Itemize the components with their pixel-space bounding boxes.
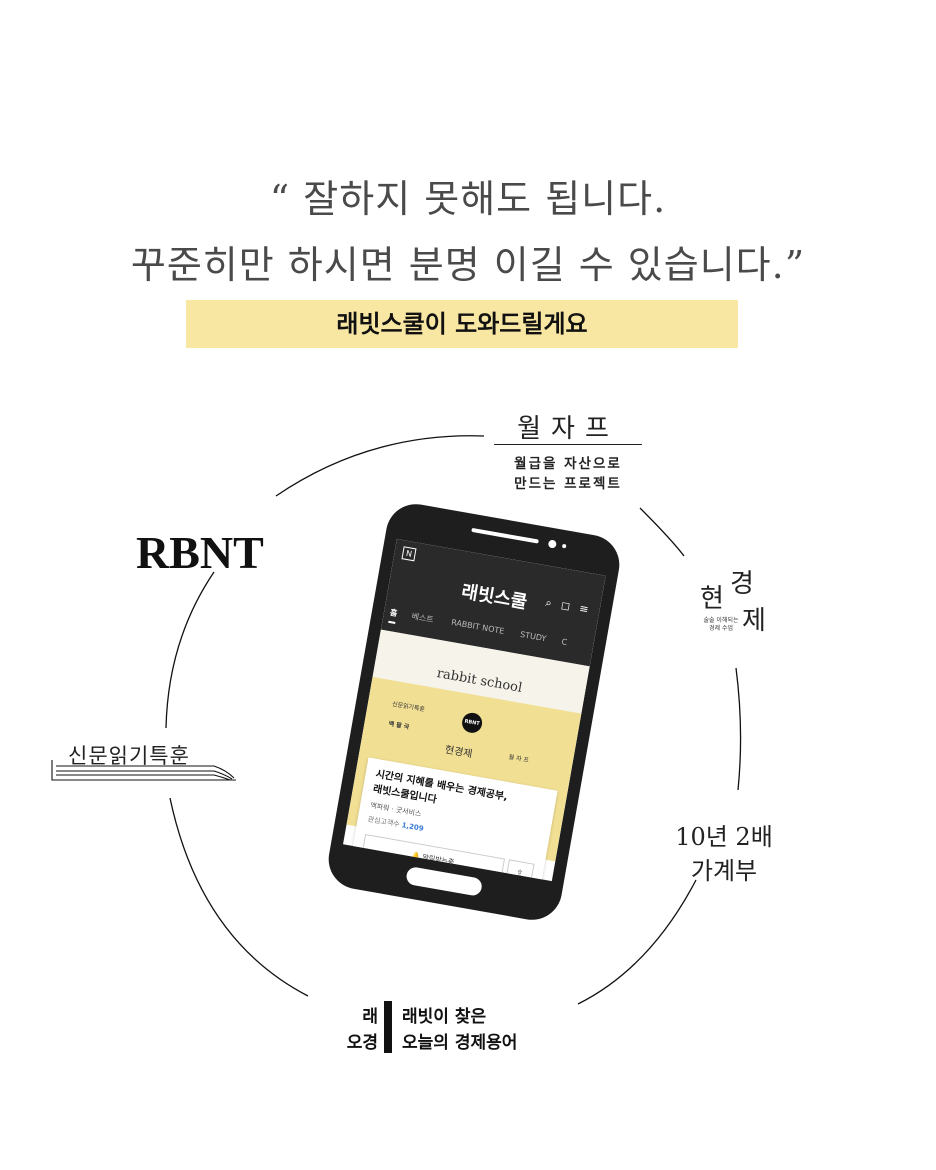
book-icon: [51, 760, 236, 781]
tab-more[interactable]: C: [560, 637, 568, 648]
card-count-value: 1,209: [400, 821, 425, 833]
tab-best[interactable]: 베스트: [410, 611, 435, 625]
hyeongyeong-char-2: 경: [730, 569, 754, 599]
rbnt-logo: RBNT: [136, 527, 264, 578]
tab-rabbit-note[interactable]: RABBIT NOTE: [450, 617, 505, 636]
ring-arc-top-right: [639, 507, 685, 557]
wolja-subtitle-line-2: 만드는 프로젝트: [514, 476, 622, 492]
hyeongyeong-char-3: 제: [742, 606, 766, 636]
raeo-left-line-1: 래: [362, 1007, 378, 1027]
wolja-subtitle: 월급을 자산으로 만드는 프로젝트: [494, 454, 642, 494]
raeo-divider-bar: [384, 1001, 392, 1053]
wolja-divider: [494, 444, 642, 445]
ring-arc-right: [735, 667, 742, 791]
sinmun-title: 신문읽기특훈: [68, 744, 190, 768]
naver-logo-icon[interactable]: N: [401, 546, 417, 562]
wolja-subtitle-line-1: 월급을 자산으로: [514, 456, 622, 472]
ring-arc-left: [165, 571, 215, 729]
hyeongyeong-char-1: 현: [700, 584, 724, 614]
raeo-left-line-2: 오경: [346, 1033, 378, 1053]
raeo-right-line-1: 래빗이 찾은: [402, 1007, 487, 1027]
headline-line-2: 꾸준히만 하시면 분명 이길 수 있습니다.”: [130, 243, 806, 287]
gagyebu-line-2: 가계부: [690, 857, 758, 885]
wolja-title: 월자프: [517, 414, 619, 444]
hyeongyeong-subtitle-line-1: 술술 이해되는: [703, 617, 739, 624]
tab-study[interactable]: STUDY: [519, 629, 548, 644]
ring-arc-top: [275, 435, 485, 497]
highlight-banner: 래빗스쿨이 도와드릴게요: [186, 300, 738, 348]
banner-text: 래빗스쿨이 도와드릴게요: [336, 310, 588, 338]
hyeongyeong-subtitle-line-2: 경제 수업: [709, 625, 733, 632]
ring-arc-bottom-right: [577, 879, 697, 1005]
hyeongyeong-subtitle: 술술 이해되는 경제 수업: [698, 617, 744, 633]
headline-line-1: “ 잘하지 못해도 됩니다.: [269, 177, 667, 221]
card-count-label: 관심고객수: [367, 815, 401, 829]
ring-arc-bottom-left: [169, 797, 309, 997]
gagyebu-line-1: 10년 2배: [675, 823, 773, 851]
tab-home[interactable]: 홈: [388, 606, 399, 625]
raeo-right-line-2: 오늘의 경제용어: [402, 1033, 518, 1053]
